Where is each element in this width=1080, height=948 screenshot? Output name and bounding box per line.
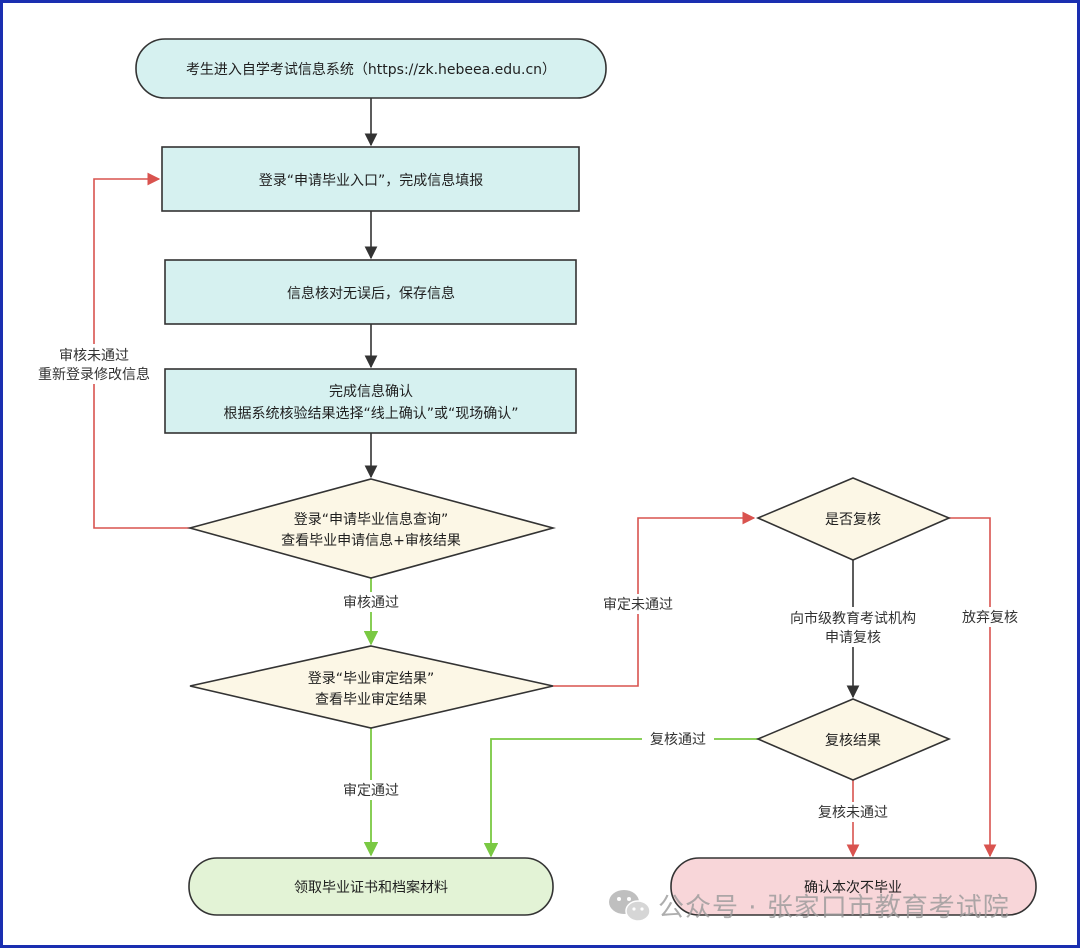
node-confirm-label-2: 根据系统核验结果选择“线上确认”或“现场确认” [223, 406, 518, 422]
edge-recheck-pass [483, 738, 758, 858]
node-verify-save [164, 259, 577, 325]
watermark-text: 公众号 · 张家口市教育考试院 [658, 893, 1010, 923]
node-query [186, 478, 557, 579]
edge-label-recheck-pass: 复核通过 [650, 731, 706, 748]
edge-label-judge-fail: 审定未通过 [603, 597, 673, 613]
node-recheck-result-label: 复核结果 [825, 732, 881, 749]
node-login-apply [161, 146, 580, 212]
node-login-apply-label: 登录“申请毕业入口”，完成信息填报 [259, 172, 484, 189]
edge-label-apply-recheck-1: 向市级教育考试机构 [790, 610, 916, 627]
edge-give-up [949, 517, 997, 858]
node-query-label-2: 查看毕业申请信息+审核结果 [281, 532, 461, 549]
edge-label-give-up: 放弃复核 [962, 609, 1018, 626]
edge-label-audit-fail-1: 审核未通过 [59, 348, 129, 364]
node-confirm-label-1: 完成信息确认 [329, 383, 413, 400]
node-result [189, 645, 554, 729]
node-receive [188, 857, 554, 916]
node-confirm [164, 368, 577, 434]
node-start-label: 考生进入自学考试信息系统（https://zk.hebeea.edu.cn） [186, 61, 556, 78]
edge-label-recheck-fail: 复核未通过 [818, 804, 888, 821]
node-query-label-1: 登录“申请毕业信息查询” [294, 511, 449, 528]
edge-label-audit-fail-2: 重新登录修改信息 [38, 366, 150, 383]
wechat-icon [609, 890, 651, 922]
node-result-label-1: 登录“毕业审定结果” [308, 671, 435, 687]
edge-label-apply-recheck-2: 申请复核 [825, 629, 881, 646]
node-result-label-2: 查看毕业审定结果 [315, 692, 427, 708]
node-receive-label: 领取毕业证书和档案材料 [294, 879, 448, 896]
node-verify-save-label: 信息核对无误后，保存信息 [287, 285, 455, 302]
node-recheck-result [755, 698, 952, 781]
node-start [135, 38, 607, 99]
edge-label-judge-pass: 审定通过 [343, 783, 399, 799]
edge-label-audit-pass: 审核通过 [343, 595, 399, 611]
node-confirm-not-label: 确认本次不毕业 [804, 880, 902, 896]
node-recheck-question-label: 是否复核 [825, 511, 881, 528]
node-recheck-question [755, 477, 952, 561]
node-confirm-not [670, 857, 1037, 916]
